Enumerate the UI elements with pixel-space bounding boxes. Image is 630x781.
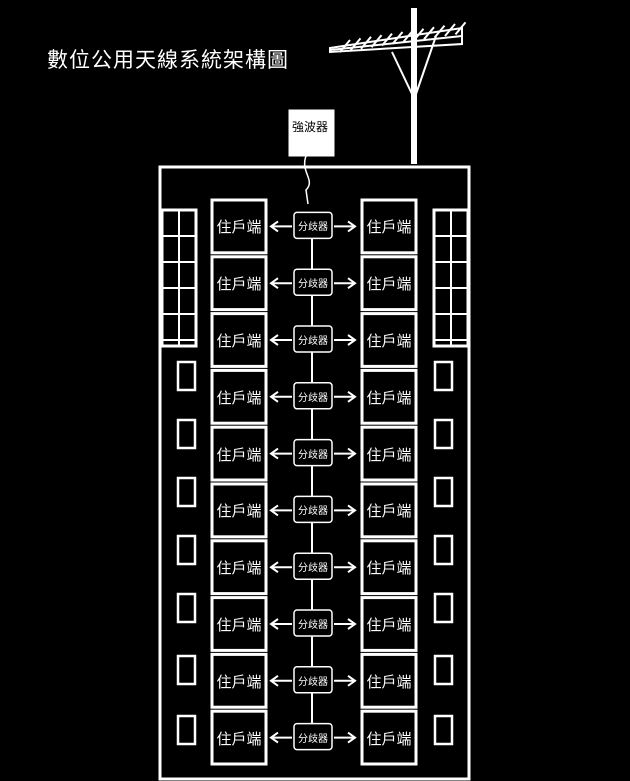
arrow-left [269,390,292,403]
splitter-box [293,211,333,240]
arrow-left [269,447,292,460]
unit-label-right: 住戶端 [366,388,412,407]
arrow-right [334,674,357,687]
unit-label-right: 住戶端 [366,559,412,578]
arrow-right [334,277,357,290]
splitter-label: 分歧器 [298,222,328,234]
splitter-box [293,722,333,751]
unit-box-right [360,709,418,766]
splitter-label: 分歧器 [298,620,328,631]
arrow-left [269,277,292,290]
unit-box-left [210,368,268,425]
unit-label-left: 住戶端 [216,729,262,748]
unit-box-left [210,482,268,539]
unit-box-left [210,312,268,368]
unit-label-right: 住戶端 [366,729,412,748]
arrow-left [269,618,292,630]
splitter-label: 分歧器 [298,449,328,461]
unit-box-right [360,596,418,652]
unit-label-right: 住戶端 [366,502,412,521]
unit-label-left: 住戶端 [216,275,262,294]
unit-label-left: 住戶端 [216,502,262,521]
unit-label-left: 住戶端 [216,559,262,578]
unit-box-right [360,652,418,709]
unit-box-right [360,312,418,368]
building-outline [158,165,471,781]
arrow-right [334,220,357,233]
arrow-left [269,731,292,744]
arrow-right [334,618,357,630]
arrow-left [269,674,292,687]
arrow-right [334,504,357,517]
unit-box-left [210,539,268,596]
unit-box-left [210,425,268,482]
antenna [329,8,467,164]
unit-label-right: 住戶端 [366,218,412,237]
splitter-box [293,495,333,524]
unit-box-right [360,425,418,482]
splitter-box [293,552,333,580]
unit-label-left: 住戶端 [216,445,262,464]
splitter-label: 分歧器 [298,563,328,575]
splitter-box [293,325,333,353]
splitter-box [293,438,333,467]
arrow-right [334,334,357,346]
arrow-right [334,447,357,460]
splitter-box [293,268,333,296]
arrow-left [269,504,292,517]
splitter-box [293,382,333,410]
unit-label-right: 住戶端 [366,672,412,691]
unit-label-right: 住戶端 [366,332,412,350]
arrow-right [334,731,357,744]
unit-box-right [360,539,418,596]
splitter-label: 分歧器 [298,506,328,518]
arrow-left [269,220,292,233]
unit-box-left [210,198,268,255]
unit-label-right: 住戶端 [366,616,412,634]
unit-box-left [210,652,268,709]
unit-label-left: 住戶端 [216,388,262,407]
arrow-right [334,390,357,403]
arrow-left [269,334,292,346]
unit-box-left [210,709,268,766]
unit-box-left [210,596,268,652]
unit-box-right [360,368,418,425]
amplifier-box [288,109,335,205]
arrow-left [269,561,292,574]
splitter-label: 分歧器 [298,392,328,404]
arrow-right [334,561,357,574]
unit-label-right: 住戶端 [366,275,412,294]
unit-label-left: 住戶端 [216,616,262,634]
unit-box-right [360,482,418,539]
unit-label-left: 住戶端 [216,672,262,691]
splitter-box [293,609,333,637]
unit-box-right [360,255,418,312]
unit-label-left: 住戶端 [216,218,262,237]
splitter-label: 分歧器 [298,676,328,688]
diagram-title: 數位公用天線系統架構圖 [47,48,289,72]
splitter-label: 分歧器 [298,733,328,745]
splitter-label: 分歧器 [298,279,328,291]
amplifier-label: 強波器 [291,120,328,134]
splitter-box [293,666,333,694]
unit-box-left [210,255,268,312]
splitter-label: 分歧器 [298,336,328,347]
unit-label-left: 住戶端 [216,332,262,350]
unit-label-right: 住戶端 [366,445,412,464]
unit-box-right [360,198,418,255]
